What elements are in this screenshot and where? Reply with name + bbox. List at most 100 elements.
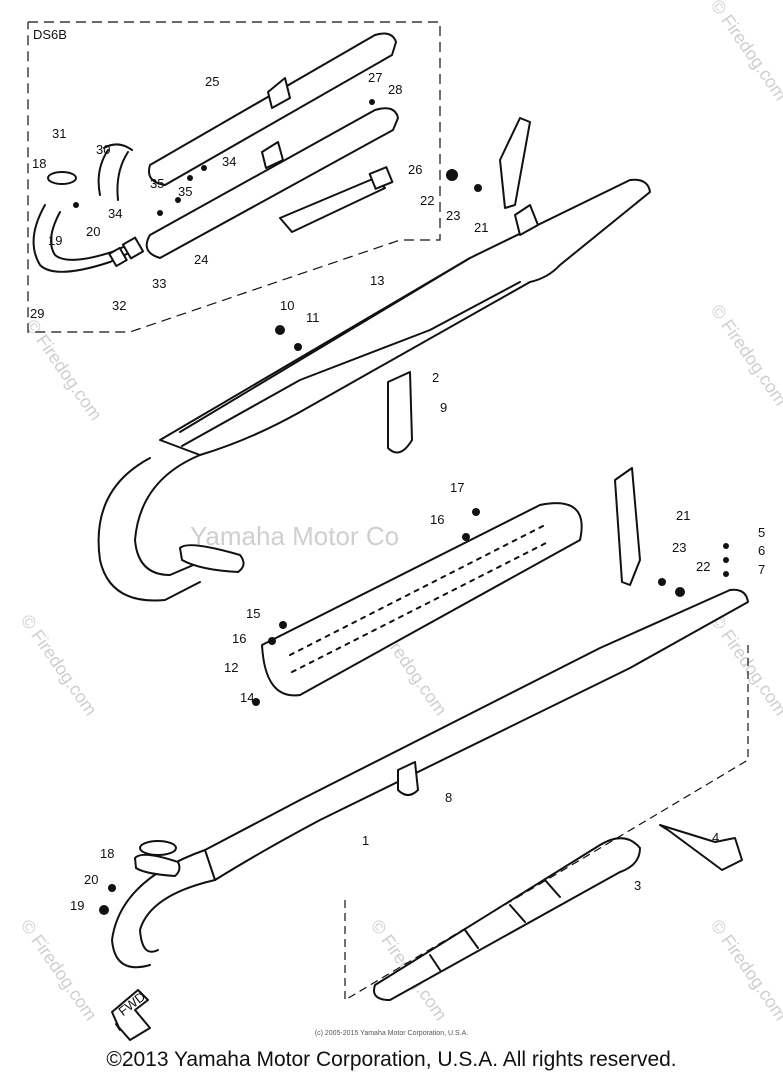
lower-exhaust-assembly bbox=[99, 467, 749, 1002]
part-label-9: 9 bbox=[440, 400, 447, 415]
inset-part-label-26: 26 bbox=[408, 162, 422, 177]
inset-bolt-27 bbox=[369, 99, 375, 105]
lower-washer-16b bbox=[462, 533, 470, 541]
inset-clamp-32 bbox=[108, 246, 128, 268]
upper-bolt-10 bbox=[275, 325, 285, 335]
inset-muffler-lower bbox=[145, 107, 399, 259]
copyright-small: (c) 2005-2015 Yamaha Motor Corporation, … bbox=[314, 1030, 469, 1037]
part-label-13: 13 bbox=[370, 273, 384, 288]
upper-bracket-21 bbox=[499, 117, 531, 209]
inset-bolt-35a bbox=[187, 175, 193, 181]
part-label-20: 20 bbox=[84, 872, 98, 887]
baffle-rings bbox=[429, 879, 561, 971]
part-label-3: 3 bbox=[634, 878, 641, 893]
lower-bracket-21 bbox=[614, 467, 641, 586]
part-label-21: 21 bbox=[474, 220, 488, 235]
inset-bracket-lower bbox=[261, 141, 284, 169]
inset-part-label-34: 34 bbox=[108, 206, 122, 221]
inset-part-label-32: 32 bbox=[112, 298, 126, 313]
watermark-center: Yamaha Motor Co bbox=[190, 521, 399, 551]
lower-bolt-17 bbox=[472, 508, 480, 516]
upper-bolt-22 bbox=[446, 169, 458, 181]
lower-washer-23 bbox=[658, 578, 666, 586]
inset-baffle-26 bbox=[279, 177, 386, 233]
part-label-14: 14 bbox=[240, 690, 254, 705]
part-label-23: 23 bbox=[446, 208, 460, 223]
lower-heat-shield-holes bbox=[289, 524, 549, 673]
inset-washer-20 bbox=[73, 202, 79, 208]
inset-part-label-19: 19 bbox=[48, 233, 62, 248]
part-label-22: 22 bbox=[420, 193, 434, 208]
part-label-17: 17 bbox=[450, 480, 464, 495]
lower-washer-16a bbox=[268, 637, 276, 645]
inset-model-label: DS6B bbox=[33, 27, 67, 42]
part-label-15: 15 bbox=[246, 606, 260, 621]
part-label-16: 16 bbox=[232, 631, 246, 646]
inset-bolt-34a bbox=[201, 165, 207, 171]
part-label-12: 12 bbox=[224, 660, 238, 675]
inset-part-label-25: 25 bbox=[205, 74, 219, 89]
inset-part-label-35: 35 bbox=[178, 184, 192, 199]
inset-bolt-34b bbox=[157, 210, 163, 216]
upper-exhaust-assembly bbox=[97, 117, 651, 602]
inset-border bbox=[27, 21, 441, 333]
part-label-6: 6 bbox=[758, 543, 765, 558]
upper-flange bbox=[179, 544, 245, 573]
part-label-10: 10 bbox=[280, 298, 294, 313]
part-label-7: 7 bbox=[758, 562, 765, 577]
watermark-site-1: © Firedog.com bbox=[22, 316, 106, 424]
inset-gasket-31 bbox=[47, 171, 77, 185]
part-label-11: 11 bbox=[306, 310, 320, 325]
inset-part-label-18: 18 bbox=[32, 156, 46, 171]
copyright-notice: ©2013 Yamaha Motor Corporation, U.S.A. A… bbox=[106, 1048, 677, 1071]
lower-nut-14 bbox=[252, 698, 260, 706]
inset-part-label-31: 31 bbox=[52, 126, 66, 141]
lower-muffler-body bbox=[204, 588, 749, 881]
upper-washer-11 bbox=[294, 343, 302, 351]
inset-part-label-24: 24 bbox=[194, 252, 208, 267]
lower-washer-20 bbox=[108, 884, 116, 892]
watermark-site-4: © Firedog.com bbox=[17, 611, 101, 719]
upper-exhaust-bend bbox=[97, 454, 206, 602]
lower-gasket-18 bbox=[139, 840, 177, 856]
upper-muffler-body bbox=[159, 178, 651, 456]
part-label-21: 21 bbox=[676, 508, 690, 523]
part-labels: 1234567891011121314151616171819202121222… bbox=[30, 70, 765, 913]
part-label-5: 5 bbox=[758, 525, 765, 540]
inset-bolt-35b bbox=[175, 197, 181, 203]
upper-washer-23 bbox=[474, 184, 482, 192]
baffle-tube-3 bbox=[373, 837, 641, 1001]
baffle-outline-box bbox=[344, 640, 749, 1002]
lower-bolt-19 bbox=[99, 905, 109, 915]
watermark-site-7: © Firedog.com bbox=[707, 916, 783, 1024]
lower-nut-7 bbox=[723, 571, 729, 577]
inset-ds6b: DS6B bbox=[27, 21, 441, 333]
upper-bracket-mount bbox=[514, 204, 539, 236]
fwd-arrow-shape bbox=[111, 989, 151, 1041]
inset-part-label-20: 20 bbox=[86, 224, 100, 239]
part-label-18: 18 bbox=[100, 846, 114, 861]
lower-heat-shield-12 bbox=[261, 502, 583, 697]
fwd-arrow: FWD bbox=[111, 989, 151, 1041]
tail-pipe-4 bbox=[659, 824, 743, 871]
inset-clamp-33 bbox=[121, 236, 145, 260]
inset-part-label-34: 34 bbox=[222, 154, 236, 169]
watermark-site-3: © Firedog.com bbox=[707, 301, 783, 409]
part-label-1: 1 bbox=[362, 833, 369, 848]
part-label-19: 19 bbox=[70, 898, 84, 913]
inset-part-label-28: 28 bbox=[388, 82, 402, 97]
part-label-2: 2 bbox=[432, 370, 439, 385]
lower-bracket-8 bbox=[397, 761, 419, 796]
watermark-site-6: © Firedog.com bbox=[17, 916, 101, 1024]
inset-muffler-upper bbox=[148, 32, 397, 186]
lower-washer-6 bbox=[723, 557, 729, 563]
part-label-8: 8 bbox=[445, 790, 452, 805]
inset-pipe-30 bbox=[97, 143, 133, 201]
inset-baffle-end bbox=[368, 166, 394, 190]
inset-bracket-upper bbox=[267, 77, 291, 109]
lower-bolt-5 bbox=[723, 543, 729, 549]
inset-part-label-33: 33 bbox=[152, 276, 166, 291]
inset-part-label-27: 27 bbox=[368, 70, 382, 85]
inset-part-label-30: 30 bbox=[96, 142, 110, 157]
